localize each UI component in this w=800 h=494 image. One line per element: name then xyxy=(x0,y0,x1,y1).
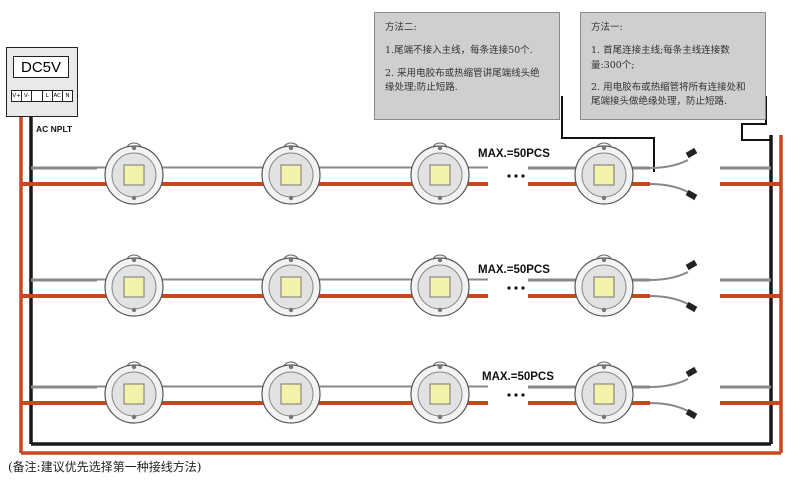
connector-lead xyxy=(649,378,689,388)
note-title: 方法二: xyxy=(385,22,417,33)
connector-lead xyxy=(649,295,689,305)
led-chip xyxy=(593,276,615,298)
connector-plug xyxy=(685,189,698,201)
led-module xyxy=(261,361,321,424)
note-method-two: 方法二: 1.尾端不接入主线，每条连接50个. 2. 采用电胶布或热缩管讲尾端线… xyxy=(374,12,560,120)
led-module xyxy=(261,142,321,205)
led-module xyxy=(410,361,470,424)
led-chip xyxy=(123,276,145,298)
mount-hole xyxy=(601,364,607,370)
led-chip xyxy=(593,164,615,186)
mount-hole xyxy=(131,364,137,370)
ellipsis-dot xyxy=(514,286,518,290)
terminal-label: N xyxy=(65,93,70,99)
psu-voltage-label: DC5V xyxy=(13,56,69,78)
mount-hole xyxy=(601,257,607,263)
mount-hole xyxy=(131,257,137,263)
mount-hole xyxy=(288,307,294,313)
connector-lead xyxy=(649,402,689,412)
continuation-dots xyxy=(507,174,525,397)
led-module xyxy=(104,254,164,317)
ellipsis-dot xyxy=(507,393,511,397)
connector-plug xyxy=(685,366,698,378)
led-chip xyxy=(280,383,302,405)
max-count-label: MAX.=50PCS xyxy=(478,264,550,276)
led-module xyxy=(574,361,634,424)
mount-hole xyxy=(131,307,137,313)
mount-hole xyxy=(131,414,137,420)
led-chip xyxy=(593,383,615,405)
terminal-label: L xyxy=(43,91,53,101)
led-module xyxy=(410,142,470,205)
mount-hole xyxy=(131,145,137,151)
note-leader-line xyxy=(561,96,655,172)
led-chip xyxy=(429,164,451,186)
ellipsis-dot xyxy=(507,174,511,178)
ellipsis-dot xyxy=(514,393,518,397)
mount-hole xyxy=(437,195,443,201)
footnote: (备注:建议优先选择第一种接线方法) xyxy=(8,460,202,474)
ellipsis-dot xyxy=(521,393,525,397)
led-module xyxy=(574,142,634,205)
mount-hole xyxy=(437,414,443,420)
note-title: 方法一: xyxy=(591,22,623,33)
led-modules xyxy=(104,142,634,424)
mount-hole xyxy=(437,364,443,370)
led-chip xyxy=(280,276,302,298)
end-connectors xyxy=(649,147,698,420)
connector-plug xyxy=(685,408,698,420)
mount-hole xyxy=(601,195,607,201)
led-chip xyxy=(280,164,302,186)
terminal-label: AC xyxy=(53,91,63,101)
mount-hole xyxy=(601,145,607,151)
mount-hole xyxy=(288,145,294,151)
mount-hole xyxy=(288,195,294,201)
connector-plug xyxy=(685,147,698,159)
connector-lead xyxy=(649,183,689,193)
led-module xyxy=(104,361,164,424)
led-chip xyxy=(123,164,145,186)
led-chip xyxy=(123,383,145,405)
ac-terminal-label: AC NPLT xyxy=(36,124,73,134)
note-method-one: 方法一: 1. 首尾连接主线;每条主线连接数量:300个; 2. 用电胶布或热缩… xyxy=(580,12,766,120)
mount-hole xyxy=(131,195,137,201)
max-count-label: MAX.=50PCS xyxy=(478,148,550,160)
mount-hole xyxy=(601,307,607,313)
mount-hole xyxy=(437,145,443,151)
connector-plug xyxy=(685,301,698,313)
connector-plug xyxy=(685,259,698,271)
led-module xyxy=(574,254,634,317)
mount-hole xyxy=(437,307,443,313)
mount-hole xyxy=(437,257,443,263)
note-line: 2. 用电胶布或热缩管将所有连接处和尾端接头做绝缘处理，防止短路. xyxy=(591,81,746,107)
terminal-label xyxy=(32,91,43,101)
connector-lead xyxy=(649,271,689,281)
max-count-label: MAX.=50PCS xyxy=(482,371,554,383)
led-chip xyxy=(429,276,451,298)
led-module xyxy=(410,254,470,317)
led-module xyxy=(104,142,164,205)
power-supply-box: DC5V V+ V- L AC N xyxy=(6,47,78,117)
mount-hole xyxy=(288,257,294,263)
note-line: 1. 首尾连接主线;每条主线连接数量:300个; xyxy=(591,45,730,71)
terminal-label: V+ xyxy=(12,91,23,101)
note-leader-line xyxy=(741,96,771,141)
note-line: 2. 采用电胶布或热缩管讲尾端线头绝缘处理;防止短路. xyxy=(385,67,540,93)
mount-hole xyxy=(288,364,294,370)
led-module xyxy=(261,254,321,317)
led-chip xyxy=(429,383,451,405)
ellipsis-dot xyxy=(521,286,525,290)
psu-terminal-strip: V+ V- L AC N xyxy=(11,90,73,102)
mount-hole xyxy=(288,414,294,420)
terminal-label: V- xyxy=(22,91,33,101)
ellipsis-dot xyxy=(514,174,518,178)
note-line: 1.尾端不接入主线，每条连接50个. xyxy=(385,45,533,57)
ellipsis-dot xyxy=(507,286,511,290)
connector-lead xyxy=(649,159,689,169)
mount-hole xyxy=(601,414,607,420)
ellipsis-dot xyxy=(521,174,525,178)
